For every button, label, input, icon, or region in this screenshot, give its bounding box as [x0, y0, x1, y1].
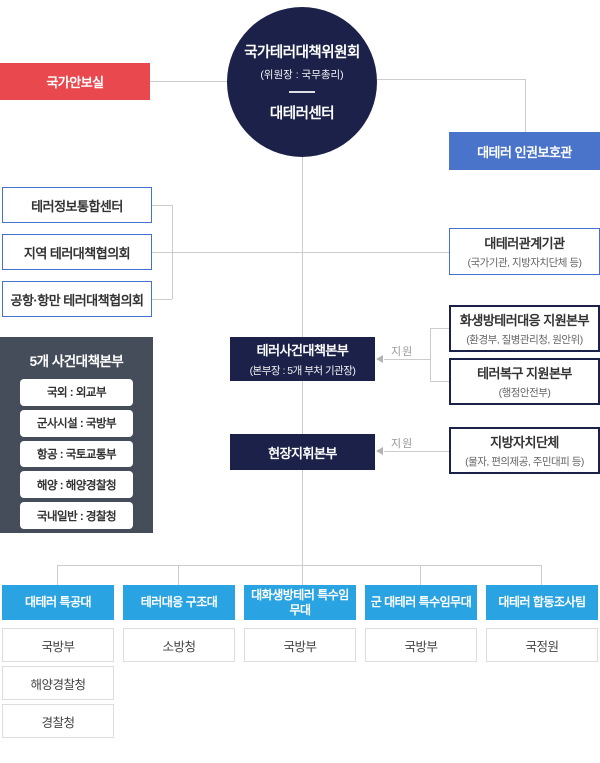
agency-box: 국방부 — [2, 628, 114, 662]
incident-hq-panel-title: 5개 사건대책본부 — [29, 354, 124, 369]
left-box-terror-info-center: 테러정보통합센터 — [2, 187, 152, 223]
connector-right-bracket-top — [430, 328, 449, 329]
incident-hq-item: 국내일반 : 경찰청 — [20, 502, 133, 529]
agency-box: 해양경찰청 — [2, 666, 114, 700]
right-box-title: 대테러관계기관 — [484, 236, 565, 251]
human-rights-officer-box: 대테러 인권보호관 — [449, 132, 600, 170]
right-box-subtitle: (물자, 편의제공, 주민대피 등) — [465, 456, 584, 468]
unit-header-special-forces: 대테러 특공대 — [2, 585, 114, 620]
arrow-left-icon — [376, 447, 383, 455]
connector-stub-unit-4 — [420, 565, 421, 585]
terror-incident-hq-title: 테러사건대책본부 — [256, 343, 349, 358]
right-box-subtitle: (국가기관, 지방자치단체 등) — [467, 257, 582, 269]
right-box-related-agencies: 대테러관계기관 (국가기관, 지방자치단체 등) — [449, 228, 600, 275]
support-label-2: 지원 — [391, 438, 414, 450]
connector-drop-human-rights — [525, 79, 526, 132]
committee-title: 국가테러대책위원회 — [244, 45, 360, 61]
incident-hq-panel: 5개 사건대책본부 국외 : 외교부 군사시설 : 국방부 항공 : 국토교통부… — [0, 337, 153, 533]
right-box-title: 지방자치단체 — [490, 435, 559, 450]
field-command-hq-title: 현장지휘본부 — [268, 445, 337, 461]
agency-box: 국방부 — [365, 628, 477, 662]
left-box-label: 공항·항만 테러대책협의회 — [10, 292, 144, 308]
connector-support-arrow-2 — [384, 451, 449, 452]
unit-header-joint-investigation-team: 대테러 합동조사팀 — [486, 585, 598, 620]
connector-right-bracket-bottom — [430, 381, 449, 382]
right-box-cbrn-support-hq: 화생방테러대응 지원본부 (환경부, 질병관리청, 원안위) — [449, 305, 600, 352]
right-box-title: 테러복구 지원본부 — [477, 366, 572, 381]
right-box-subtitle: (행정안전부) — [498, 387, 551, 399]
security-office-label: 국가안보실 — [46, 75, 104, 90]
left-box-regional-council: 지역 테러대책협의회 — [2, 234, 152, 270]
incident-hq-item: 군사시설 : 국방부 — [20, 409, 133, 437]
right-box-subtitle: (환경부, 질병관리청, 원안위) — [466, 334, 583, 346]
unit-header-rescue-team: 테러대응 구조대 — [123, 585, 235, 620]
right-box-title: 화생방테러대응 지원본부 — [459, 313, 590, 328]
security-office-box: 국가안보실 — [0, 63, 150, 100]
agency-box: 소방청 — [123, 628, 235, 662]
human-rights-officer-label: 대테러 인권보호관 — [477, 144, 572, 160]
circle-divider — [289, 91, 315, 93]
connector-bottom-horizontal — [57, 565, 542, 566]
arrow-left-icon — [376, 355, 383, 363]
connector-security-to-circle — [150, 81, 227, 82]
incident-hq-item: 항공 : 국토교통부 — [20, 440, 133, 468]
incident-hq-item: 해양 : 해양경찰청 — [20, 471, 133, 499]
unit-header-military-special-task-force: 군 대테러 특수임무대 — [365, 585, 477, 620]
committee-subtitle: (위원장 : 국무총리) — [260, 69, 344, 81]
field-command-hq-box: 현장지휘본부 — [230, 434, 375, 470]
right-box-recovery-support-hq: 테러복구 지원본부 (행정안전부) — [449, 358, 600, 405]
connector-support-arrow-1 — [384, 359, 430, 360]
connector-stub-unit-2 — [178, 565, 179, 585]
terror-incident-hq-subtitle: (본부장 : 5개 부처 기관장) — [249, 365, 356, 377]
left-box-label: 지역 테러대책협의회 — [23, 245, 131, 261]
support-label-1: 지원 — [391, 346, 414, 358]
agency-box: 경찰청 — [2, 704, 114, 738]
connector-circle-to-right — [377, 79, 525, 80]
counter-terrorism-center-title: 대테러센터 — [269, 106, 335, 122]
connector-main-horizontal — [152, 252, 449, 253]
connector-stub-unit-1 — [57, 565, 58, 585]
national-committee-circle: 국가테러대책위원회 (위원장 : 국무총리) 대테러센터 — [227, 7, 377, 157]
terror-incident-hq-box: 테러사건대책본부 (본부장 : 5개 부처 기관장) — [230, 337, 375, 381]
left-box-label: 테러정보통합센터 — [31, 198, 123, 214]
connector-left-bracket-top — [152, 205, 172, 206]
connector-stub-unit-5 — [541, 565, 542, 585]
connector-left-bracket-bottom — [152, 299, 172, 300]
right-box-local-government: 지방자치단체 (물자, 편의제공, 주민대피 등) — [449, 427, 600, 474]
incident-hq-item: 국외 : 외교부 — [20, 379, 133, 406]
agency-box: 국방부 — [244, 628, 356, 662]
unit-header-cbrn-special-task-force: 대화생방테러 특수임무대 — [244, 585, 356, 620]
connector-right-bracket-vertical — [430, 328, 431, 381]
agency-box: 국정원 — [486, 628, 598, 662]
left-box-airport-port-council: 공항·항만 테러대책협의회 — [2, 281, 152, 317]
